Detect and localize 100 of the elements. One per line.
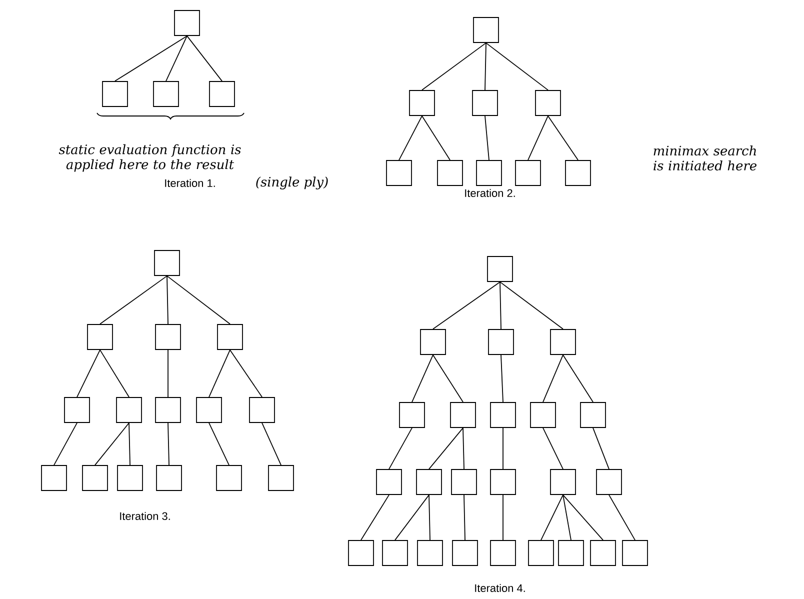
tree-node-box — [174, 10, 200, 36]
tree-edge — [592, 428, 610, 470]
tree-node-box — [420, 329, 446, 355]
tree-edge — [230, 350, 262, 398]
tree-node-box — [116, 397, 142, 423]
tree-edge — [412, 354, 434, 402]
tree-node-box — [515, 160, 541, 186]
tree-node-box — [558, 540, 584, 566]
tree-edge — [542, 428, 564, 470]
tree-node-box — [452, 540, 478, 566]
tree-node-box — [580, 402, 606, 428]
tree-node-box — [488, 329, 514, 355]
tree-node-box — [565, 160, 591, 186]
handwritten-note: (single ply) — [256, 176, 328, 190]
tree-edge — [528, 116, 548, 160]
tree-node-box — [596, 469, 622, 495]
tree-edge — [464, 494, 466, 540]
tree-edge — [548, 116, 578, 160]
tree-node-box — [87, 324, 113, 350]
tree-edge — [500, 282, 502, 330]
tree-edge — [100, 276, 168, 324]
handwritten-note: minimax search is initiated here — [654, 146, 756, 170]
tree-edge — [360, 494, 390, 540]
tree-node-box — [530, 402, 556, 428]
tree-edge — [500, 354, 504, 402]
figure-caption: Iteration 2. — [465, 188, 515, 198]
tree-node-box — [476, 160, 502, 186]
tree-edge — [462, 428, 464, 470]
tree-edge — [54, 422, 78, 466]
tree-node-box — [386, 160, 412, 186]
figure-caption: Iteration 3. — [120, 512, 170, 520]
tree-node-box — [399, 402, 425, 428]
tree-edge — [432, 354, 464, 402]
tree-edge — [394, 494, 430, 540]
tree-edge — [502, 494, 504, 540]
tree-edge — [540, 494, 564, 540]
tree-node-box — [382, 540, 408, 566]
tree-node-box — [376, 469, 402, 495]
figure-caption: Iteration 4. — [475, 584, 525, 592]
tree-edge — [166, 276, 168, 324]
tree-node-box — [528, 540, 554, 566]
tree-edge — [398, 116, 422, 160]
tree-node-box — [550, 469, 576, 495]
tree-node-box — [490, 540, 516, 566]
tree-node-box — [209, 81, 235, 107]
tree-edge — [168, 422, 170, 466]
tree-node-box — [154, 250, 180, 276]
tree-node-box — [450, 402, 476, 428]
tree-node-box — [472, 90, 498, 116]
tree-edge — [422, 42, 486, 90]
tree-node-box — [473, 17, 499, 43]
tree-edge — [562, 494, 604, 540]
tree-edge — [166, 276, 230, 324]
tree-node-box — [437, 160, 463, 186]
tree-node-box — [102, 81, 128, 107]
tree-node-box — [622, 540, 648, 566]
tree-edge — [432, 282, 500, 330]
tree-node-box — [64, 397, 90, 423]
tree-edge — [500, 282, 564, 330]
tree-node-box — [550, 329, 576, 355]
tree-edge — [128, 422, 130, 466]
tree-node-box — [156, 465, 182, 491]
tree-node-box — [216, 465, 242, 491]
tree-edge — [484, 116, 490, 160]
tree-edge — [428, 494, 430, 540]
tree-node-box — [268, 465, 294, 491]
tree-node-box — [117, 465, 143, 491]
tree-edge — [166, 36, 188, 82]
tree-node-box — [153, 81, 179, 107]
tree-edge — [76, 350, 100, 398]
tree-node-box — [196, 397, 222, 423]
handwritten-note: static evaluation function is applied here to the result — [58, 144, 241, 172]
tree-edge — [422, 116, 450, 160]
tree-edge — [94, 422, 130, 466]
tree-edge — [100, 350, 130, 398]
tree-node-box — [155, 397, 181, 423]
tree-node-box — [535, 90, 561, 116]
tree-node-box — [409, 90, 435, 116]
tree-edge — [262, 422, 282, 466]
tree-node-box — [490, 402, 516, 428]
tree-node-box — [490, 469, 516, 495]
tree-edge — [186, 36, 222, 82]
tree-node-box — [417, 540, 443, 566]
tree-edge — [208, 350, 230, 398]
tree-edge — [114, 36, 188, 82]
tree-node-box — [82, 465, 108, 491]
tree-node-box — [487, 256, 513, 282]
tree-node-box — [249, 397, 275, 423]
tree-edge — [484, 42, 486, 90]
tree-node-box — [451, 469, 477, 495]
tree-edge — [502, 428, 504, 470]
tree-edge — [388, 428, 412, 470]
tree-node-box — [155, 324, 181, 350]
tree-node-box — [590, 540, 616, 566]
tree-node-box — [41, 465, 67, 491]
tree-edge — [542, 354, 564, 402]
tree-node-box — [416, 469, 442, 495]
tree-node-box — [217, 324, 243, 350]
tree-edge — [208, 422, 230, 466]
tree-edge — [562, 354, 594, 402]
